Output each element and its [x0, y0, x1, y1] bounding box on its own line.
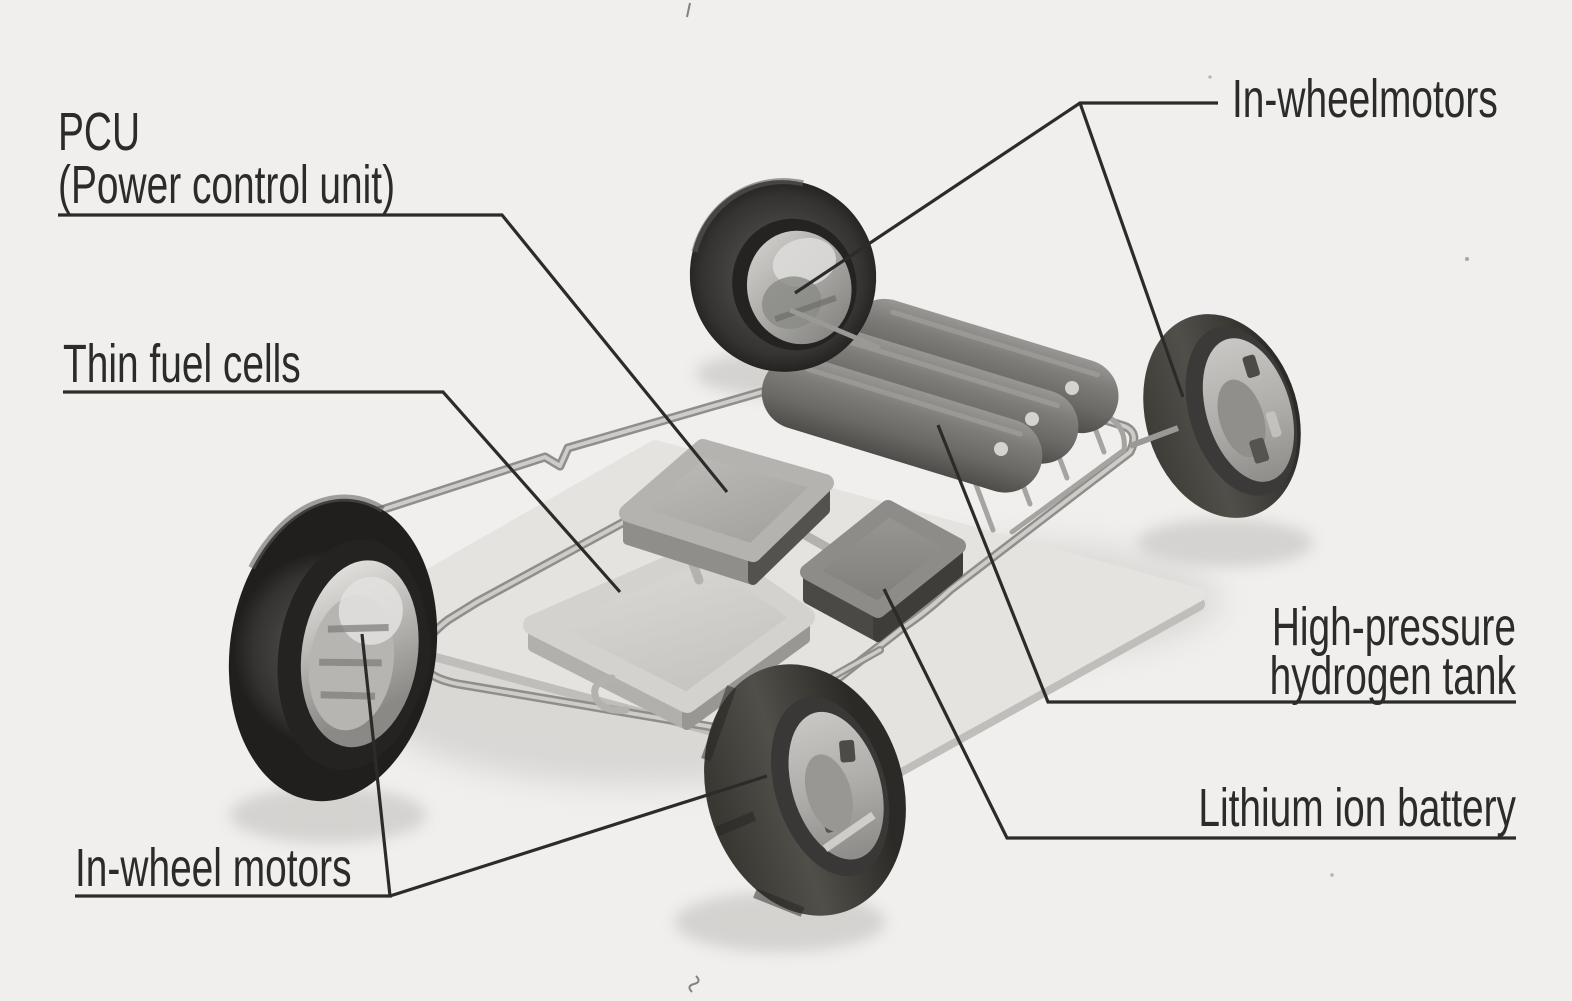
hub-recess [804, 754, 854, 832]
pcu-top [619, 439, 834, 562]
label-high-pressure-line2: hydrogen tank [1270, 645, 1517, 706]
scan-artifacts [686, 2, 1469, 993]
battery-top [800, 500, 966, 618]
wheel-left [228, 494, 438, 802]
tank-rack-rung [972, 479, 996, 533]
label-high-pressure-line1: High-pressure [1272, 596, 1516, 657]
tank-highlight-line [846, 339, 1060, 408]
scan-speck [1208, 75, 1212, 79]
right-wheel-shadow [1137, 519, 1313, 567]
right-wheel-axle [1128, 425, 1180, 449]
scan-artifact [686, 2, 691, 18]
label-pcu-line2: (Power control unit) [58, 154, 395, 215]
frame-front-strut [370, 373, 815, 517]
wheel-bottom [701, 664, 906, 917]
labels: PCU (Power control unit) Thin fuel cells… [58, 68, 1516, 898]
leader-lithium-battery [882, 588, 1516, 840]
tank-highlight-line [805, 366, 1023, 437]
tank-highlight-line [890, 309, 1100, 378]
scan-speck [1465, 257, 1469, 261]
leader-thin-fuel-cells [63, 390, 622, 594]
hydrogen-tank-front [761, 355, 1043, 493]
label-pcu-line1: PCU [58, 101, 140, 162]
wheel-right [1143, 314, 1301, 518]
tread-notches [701, 685, 805, 917]
hub-detail-lines [319, 624, 389, 700]
leader-hydrogen-tank [936, 424, 1516, 704]
hydrogen-tanks [761, 298, 1119, 493]
tank-cap-glint [1065, 381, 1079, 395]
fuel-cell-hook-pipe [591, 674, 630, 714]
hub-slot [1242, 354, 1260, 378]
top-wheel-axle-strut [789, 307, 881, 351]
leader-in-wheel-motors-b [389, 774, 768, 898]
hub-slot [839, 739, 856, 763]
hub-detail-line [774, 295, 837, 322]
hub-slot-light [822, 811, 876, 852]
hub-slot-light [1265, 411, 1282, 438]
tank-cap-glint [994, 442, 1008, 456]
scan-speck [1330, 873, 1334, 877]
leader-in-wheelmotors-b [1078, 102, 1185, 398]
tank-cap-glint [1025, 412, 1039, 426]
leader-lines [58, 101, 1516, 898]
label-in-wheelmotors: In-wheelmotors [1232, 68, 1498, 129]
label-thin-fuel-cells: Thin fuel cells [63, 333, 301, 394]
left-wheel-shadow [230, 787, 426, 843]
tank-cap-highlights [994, 381, 1079, 456]
fuel-cell-top [523, 539, 815, 713]
label-lithium-ion-battery: Lithium ion battery [1198, 777, 1516, 838]
leader-pcu [58, 213, 729, 494]
scan-artifact [688, 975, 700, 993]
hub-recess [1217, 379, 1266, 458]
pcu-box [619, 439, 834, 585]
label-in-wheel-motors: In-wheel motors [75, 837, 352, 898]
tire-rim-highlight [691, 178, 804, 253]
tire-rim-highlight [248, 494, 385, 570]
hub-slot [1249, 437, 1270, 464]
tank-body [761, 355, 1043, 493]
